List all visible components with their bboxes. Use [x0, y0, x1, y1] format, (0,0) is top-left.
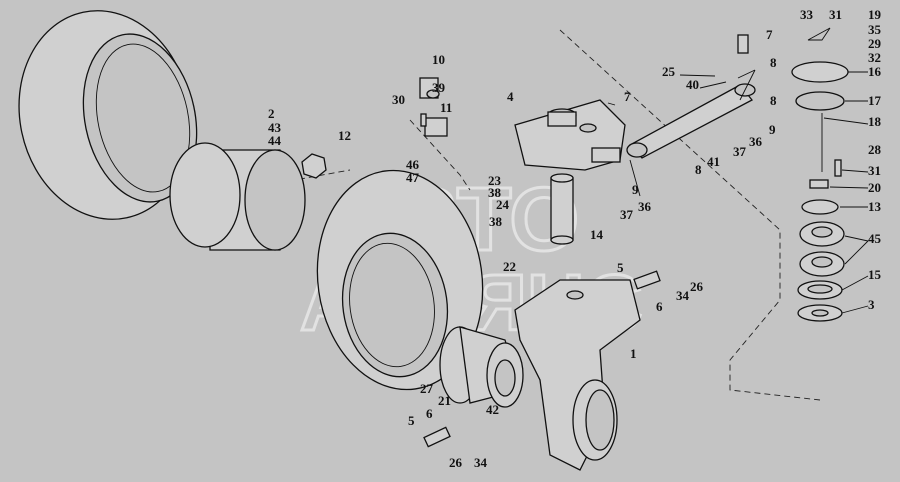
leader-lines [607, 69, 869, 314]
part-label-13: 13 [868, 199, 882, 214]
part-label-40: 40 [686, 77, 699, 92]
part-label-37: 37 [620, 207, 634, 222]
part-label-4: 4 [507, 89, 514, 104]
tire-left [18, 10, 198, 220]
part-label-47: 47 [406, 170, 420, 185]
part-label-42: 42 [486, 402, 499, 417]
part-label-8: 8 [695, 162, 702, 177]
part-label-7: 7 [624, 89, 631, 104]
part-label-33: 33 [800, 7, 814, 22]
part-label-6: 6 [426, 406, 433, 421]
part-label-29: 29 [868, 36, 882, 51]
tire-right [316, 169, 484, 391]
fork [514, 270, 661, 471]
part-label-38: 38 [489, 214, 503, 229]
part-label-21: 21 [438, 393, 451, 408]
part-label-16: 16 [868, 64, 882, 79]
assembly-axis-line [559, 29, 821, 401]
part-label-30: 30 [392, 92, 405, 107]
part-label-31: 31 [829, 7, 842, 22]
part-label-9: 9 [632, 182, 639, 197]
part-label-43: 43 [268, 120, 282, 135]
part-label-38: 38 [488, 185, 502, 200]
king-pin [550, 173, 574, 245]
part-label-31: 31 [868, 163, 881, 178]
hydraulic-cylinder [626, 34, 756, 159]
part-label-24: 24 [496, 197, 510, 212]
part-label-10: 10 [432, 52, 445, 67]
part-label-37: 37 [733, 144, 747, 159]
part-label-1: 1 [630, 346, 637, 361]
part-label-5: 5 [408, 413, 415, 428]
rim-hub [169, 142, 306, 251]
part-label-15: 15 [868, 267, 882, 282]
part-label-34: 34 [676, 288, 690, 303]
part-label-27: 27 [420, 381, 434, 396]
valve-block [419, 77, 448, 137]
part-label-32: 32 [868, 50, 881, 65]
part-label-3: 3 [868, 297, 875, 312]
bracket [514, 99, 626, 171]
pin [423, 426, 451, 448]
part-label-5: 5 [617, 260, 624, 275]
part-label-18: 18 [868, 114, 882, 129]
part-label-9: 9 [769, 122, 776, 137]
part-label-44: 44 [268, 133, 282, 148]
part-label-8: 8 [770, 93, 777, 108]
part-label-36: 36 [749, 134, 763, 149]
part-label-34: 34 [474, 455, 488, 470]
part-label-41: 41 [707, 154, 720, 169]
part-label-8: 8 [770, 55, 777, 70]
part-label-36: 36 [638, 199, 652, 214]
wheel-motor [439, 326, 524, 408]
part-label-25: 25 [662, 64, 676, 79]
nut [301, 153, 327, 179]
part-label-35: 35 [868, 22, 882, 37]
part-label-11: 11 [440, 100, 452, 115]
part-label-6: 6 [656, 299, 663, 314]
bearing-stack [791, 27, 849, 322]
part-label-46: 46 [406, 157, 420, 172]
part-label-19: 19 [868, 7, 882, 22]
part-label-23: 23 [488, 173, 502, 188]
part-label-39: 39 [432, 80, 446, 95]
part-label-26: 26 [449, 455, 463, 470]
part-label-7: 7 [766, 27, 773, 42]
part-label-22: 22 [503, 259, 516, 274]
part-label-12: 12 [338, 128, 351, 143]
part-label-2: 2 [268, 106, 275, 121]
part-label-20: 20 [868, 180, 881, 195]
part-label-26: 26 [690, 279, 704, 294]
part-label-17: 17 [868, 93, 882, 108]
part-label-28: 28 [868, 142, 882, 157]
part-label-14: 14 [590, 227, 604, 242]
part-label-45: 45 [868, 231, 882, 246]
